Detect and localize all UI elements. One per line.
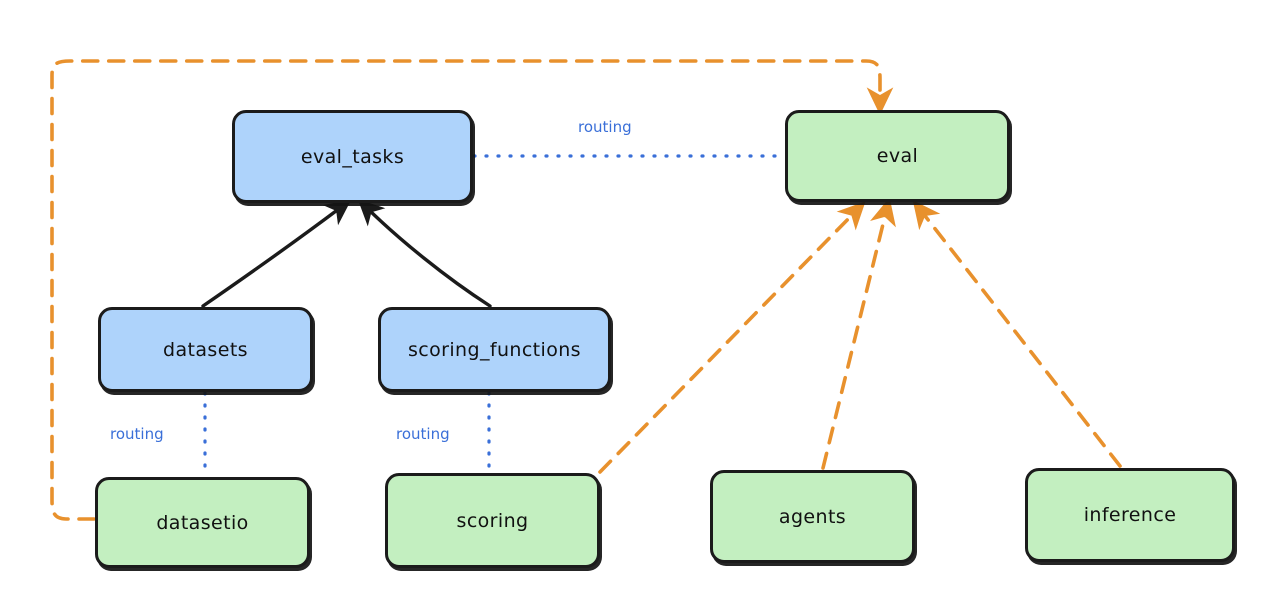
node-label-datasets: datasets xyxy=(163,338,248,361)
node-eval[interactable]: eval xyxy=(785,110,1010,202)
node-label-inference: inference xyxy=(1083,504,1177,526)
edge-inference-eval xyxy=(912,200,1122,468)
node-label-scoring-functions: scoring_functions xyxy=(408,338,581,361)
node-label-agents: agents xyxy=(778,505,847,528)
node-eval-tasks[interactable]: eval_tasks xyxy=(232,110,473,203)
node-label-scoring: scoring xyxy=(456,509,529,532)
node-label-eval-tasks: eval_tasks xyxy=(300,145,405,168)
edge-datasets-eval_tasks xyxy=(201,199,352,308)
edge-label-routing-scoring-functions-scoring: routing xyxy=(396,425,450,443)
edge-label-routing-eval-tasks-eval: routing xyxy=(578,118,632,136)
node-scoring-functions[interactable]: scoring_functions xyxy=(378,307,611,392)
edge-scoring-functions-eval_tasks xyxy=(357,199,492,308)
edge-label-routing-datasets-datasetio: routing xyxy=(110,425,164,443)
node-inference[interactable]: inference xyxy=(1025,468,1235,562)
edge-scoring-eval xyxy=(598,201,866,474)
node-agents[interactable]: agents xyxy=(710,470,915,563)
edge-datasetio-eval xyxy=(50,59,894,521)
edge-agents-eval xyxy=(821,197,896,470)
node-datasets[interactable]: datasets xyxy=(98,307,313,392)
node-datasetio[interactable]: datasetio xyxy=(95,477,310,568)
node-label-datasetio: datasetio xyxy=(156,511,249,534)
node-label-eval: eval xyxy=(876,145,919,167)
node-scoring[interactable]: scoring xyxy=(385,473,600,568)
